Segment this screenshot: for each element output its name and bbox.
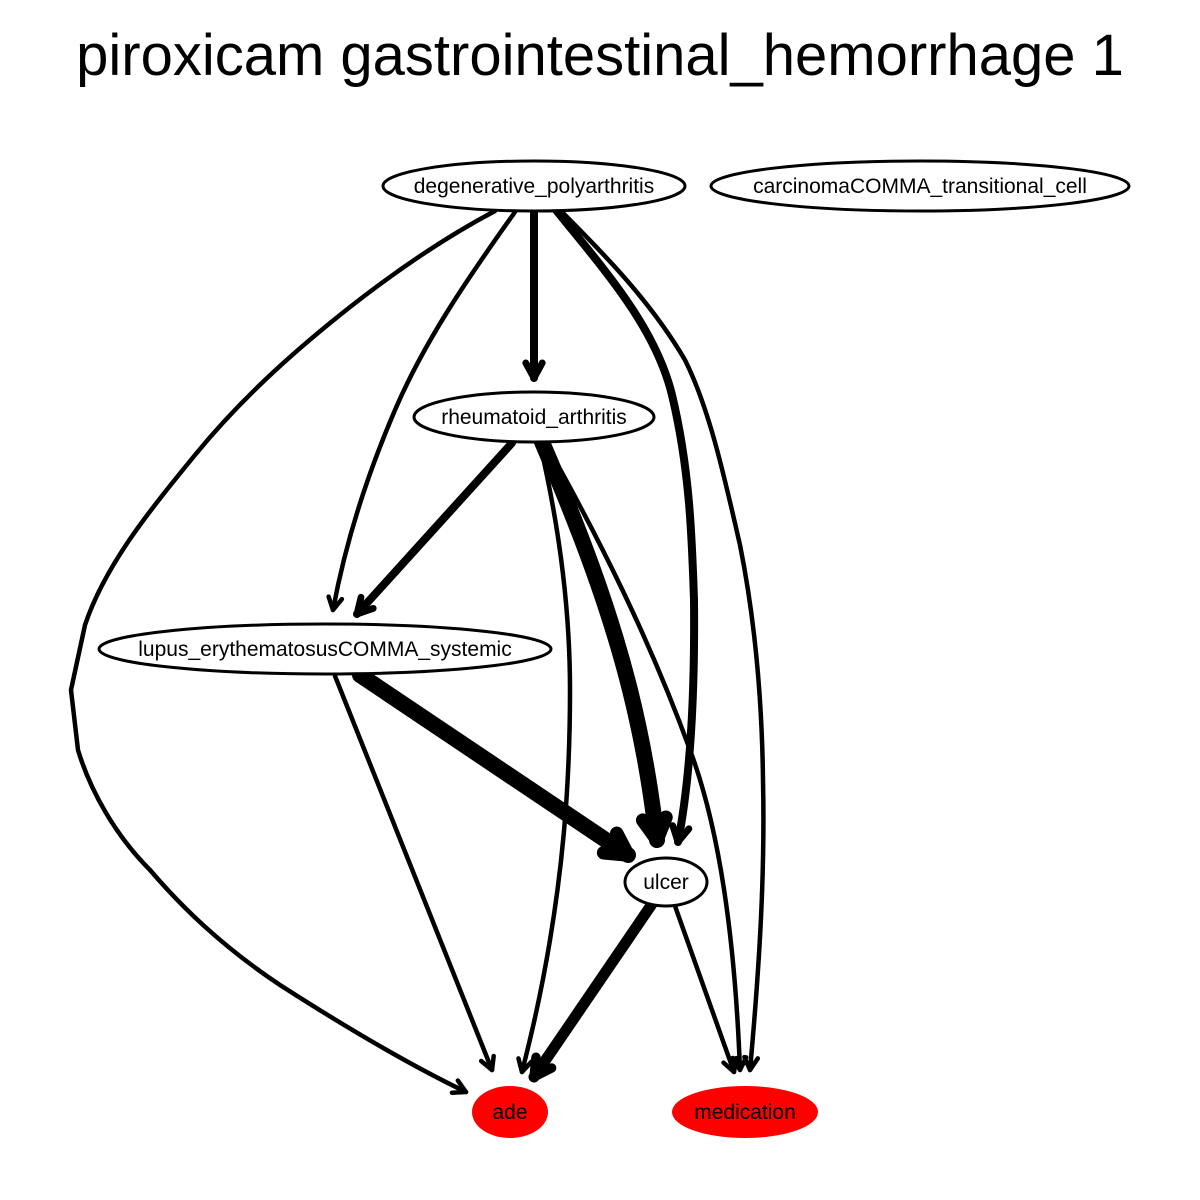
node-label: ulcer [643, 871, 689, 894]
edge-line [552, 206, 699, 846]
node-shape [472, 1086, 548, 1138]
edge-line [528, 898, 658, 1083]
arrowhead [596, 826, 635, 862]
edge-lupus-erythematosus-systemic-to-ulcer [352, 667, 636, 863]
node-label: lupus_erythematosusCOMMA_systemic [138, 638, 511, 661]
node-degenerative-polyarthritis: degenerative_polyarthritis [381, 159, 687, 213]
arrowhead [326, 594, 345, 613]
edge-degenerative-polyarthritis-to-ulcer [552, 206, 699, 846]
node-rheumatoid-arthritis: rheumatoid_arthritis [412, 390, 656, 444]
edge-rheumatoid-arthritis-to-ulcer [534, 434, 673, 848]
edge-line [534, 434, 665, 848]
edge-degenerative-polyarthritis-to-lupus-erythematosus-systemic [326, 209, 518, 613]
node-label: rheumatoid_arthritis [441, 406, 627, 429]
edge-rheumatoid-arthritis-to-ade [516, 441, 573, 1075]
node-lupus-erythematosus-systemic: lupus_erythematosusCOMMA_systemic [97, 622, 553, 676]
node-medication: medication [672, 1086, 818, 1138]
edge-line [557, 207, 766, 1073]
node-shape [97, 622, 553, 676]
edge-line [672, 903, 737, 1075]
node-shape [709, 159, 1131, 213]
edge-line [353, 439, 516, 618]
arrowhead [635, 810, 673, 847]
arrowhead [516, 1056, 534, 1075]
node-ade: ade [472, 1086, 548, 1138]
edge-line [352, 667, 636, 863]
diagram-title: piroxicam gastrointestinal_hemorrhage 1 [76, 23, 1124, 88]
arrowhead [529, 1052, 557, 1082]
arrowhead [449, 1078, 469, 1095]
node-carcinoma-transitional-cell: carcinomaCOMMA_transitional_cell [709, 159, 1131, 213]
edge-degenerative-polyarthritis-to-ade [68, 208, 498, 1095]
node-label: degenerative_polyarthritis [414, 175, 654, 198]
node-label: medication [694, 1101, 796, 1124]
node-label: carcinomaCOMMA_transitional_cell [753, 175, 1087, 198]
arrowhead [522, 359, 546, 382]
node-shape [672, 1086, 818, 1138]
edge-ulcer-to-ade [528, 898, 658, 1083]
node-label: ade [492, 1101, 527, 1124]
edge-line [332, 673, 495, 1073]
node-ulcer: ulcer [623, 856, 709, 908]
nodes-layer: degenerative_polyarthritis carcinomaCOMMA… [97, 159, 1131, 1138]
edge-degenerative-polyarthritis-to-rheumatoid-arthritis [522, 206, 546, 382]
arrowhead [353, 593, 377, 618]
node-shape [412, 390, 656, 444]
edge-rheumatoid-arthritis-to-lupus-erythematosus-systemic [353, 439, 516, 618]
node-shape [623, 856, 709, 908]
arrowhead [478, 1053, 496, 1073]
arrowhead [669, 822, 693, 846]
edges-layer [68, 206, 766, 1095]
arrowhead [721, 1055, 739, 1075]
edge-ulcer-to-medication [672, 903, 739, 1075]
edge-lupus-erythematosus-systemic-to-ade [332, 673, 496, 1073]
edge-line [543, 441, 743, 1073]
edge-line [330, 209, 518, 613]
edge-line [519, 441, 573, 1075]
node-shape [381, 159, 687, 213]
edge-line [68, 208, 498, 1095]
